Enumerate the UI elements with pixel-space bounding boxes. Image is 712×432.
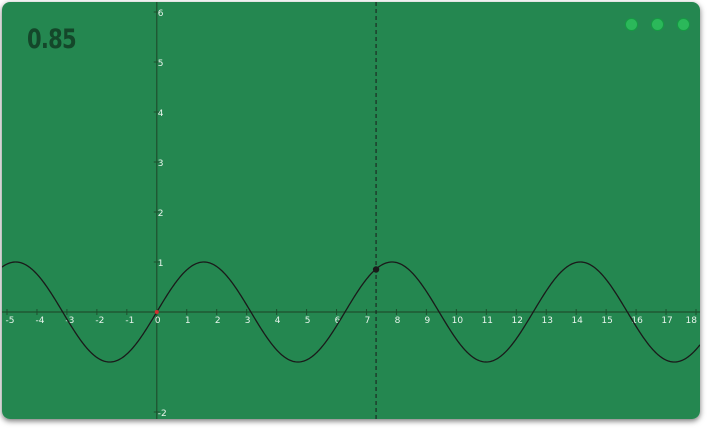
control-dot-2[interactable] xyxy=(651,18,664,31)
x-tick-label: 3 xyxy=(245,316,251,326)
x-tick-label: -3 xyxy=(65,316,74,326)
y-tick-label: 5 xyxy=(158,59,164,69)
x-tick-label: -2 xyxy=(95,316,104,326)
x-tick-label: 9 xyxy=(425,316,431,326)
window-controls xyxy=(625,18,690,31)
x-tick-label: 18 xyxy=(686,316,698,326)
x-tick-label: 13 xyxy=(541,316,552,326)
x-tick-label: 7 xyxy=(365,316,371,326)
x-tick-label: 11 xyxy=(482,316,493,326)
x-tick-label: 10 xyxy=(452,316,464,326)
x-tick-label: 2 xyxy=(215,316,221,326)
x-tick-label: 14 xyxy=(571,316,583,326)
control-dot-3[interactable] xyxy=(677,18,690,31)
x-tick-label: -1 xyxy=(125,316,134,326)
origin-marker xyxy=(154,310,159,314)
x-tick-label: 16 xyxy=(631,316,643,326)
cursor-point[interactable] xyxy=(372,266,380,273)
y-tick-label: 2 xyxy=(158,209,164,219)
y-tick-label: 3 xyxy=(158,159,164,169)
y-tick-label: 1 xyxy=(158,259,164,269)
x-tick-label: 0 xyxy=(155,316,161,326)
x-tick-label: 1 xyxy=(185,316,191,326)
plot-background xyxy=(2,2,700,419)
control-dot-1[interactable] xyxy=(625,18,638,31)
x-tick-label: 6 xyxy=(335,316,341,326)
x-tick-label: -4 xyxy=(35,316,44,326)
x-tick-label: 8 xyxy=(395,316,401,326)
y-tick-label: -2 xyxy=(158,409,167,419)
x-tick-label: -5 xyxy=(6,316,15,326)
x-tick-label: 12 xyxy=(512,316,523,326)
tick-marks xyxy=(6,11,697,413)
x-tick-label: 4 xyxy=(275,316,281,326)
axes xyxy=(2,2,700,419)
x-tick-label: 15 xyxy=(601,316,612,326)
x-tick-label: 5 xyxy=(305,316,311,326)
y-tick-label: 6 xyxy=(158,9,164,19)
value-readout: 0.85 xyxy=(27,24,77,55)
y-tick-label: 4 xyxy=(158,109,164,119)
x-tick-label: 17 xyxy=(661,316,672,326)
sine-curve xyxy=(2,261,700,363)
